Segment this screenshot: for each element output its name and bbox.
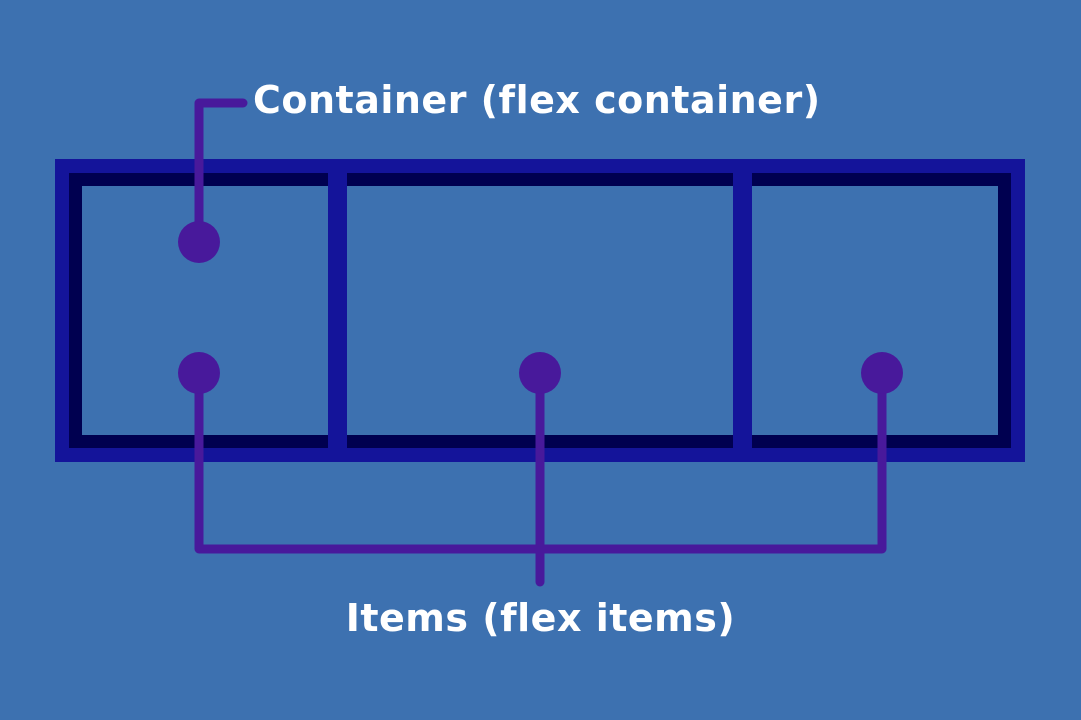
item-3-pointer-dot <box>861 352 903 394</box>
container-label: Container (flex container) <box>253 78 821 122</box>
items-label: Items (flex items) <box>345 596 736 640</box>
item-divider-1 <box>328 159 347 462</box>
container-pointer-dot <box>178 221 220 263</box>
item-1-pointer-dot <box>178 352 220 394</box>
item-divider-2 <box>733 159 752 462</box>
container-pointer-line <box>194 98 248 247</box>
item-2-pointer-dot <box>519 352 561 394</box>
